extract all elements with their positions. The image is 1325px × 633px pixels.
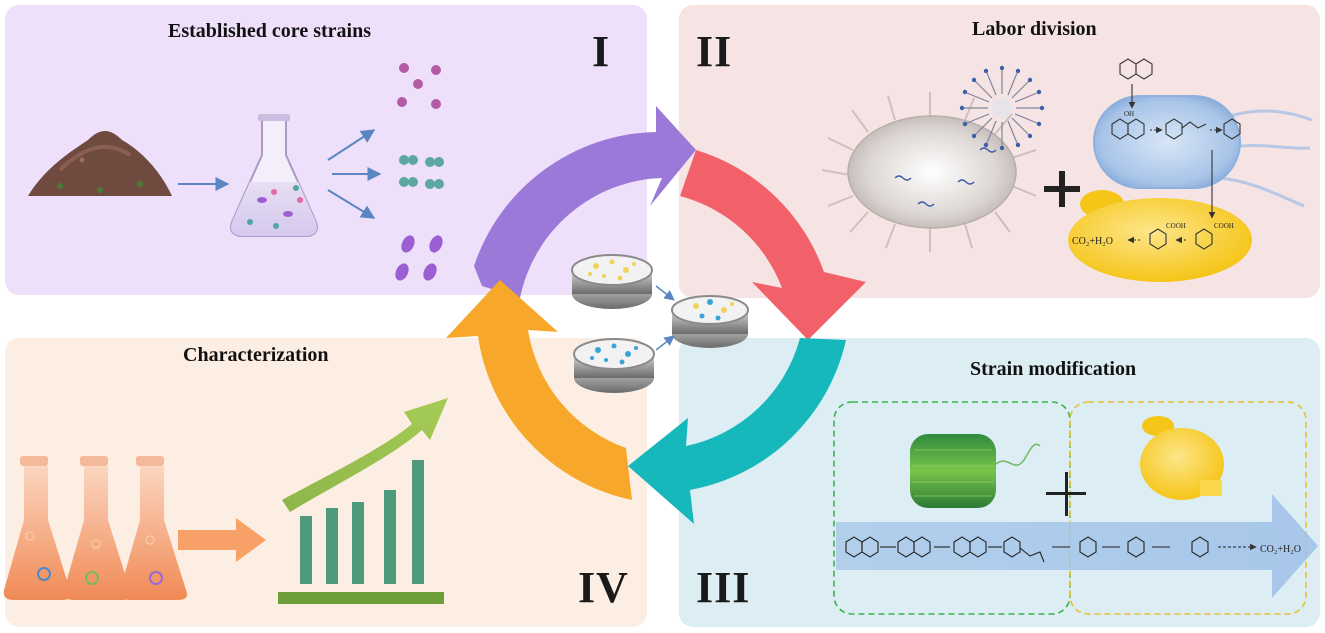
blue-rod-bacterium xyxy=(1093,95,1313,208)
numeral-III: III xyxy=(696,563,751,612)
dish-arrow-1 xyxy=(655,285,675,301)
title-characterization: Characterization xyxy=(183,344,329,366)
naphthalene-pathway xyxy=(1111,58,1241,250)
green-dashed-box xyxy=(833,401,1071,615)
cycle-arrow-IV xyxy=(446,280,632,500)
erlenmeyer-flask xyxy=(230,114,318,237)
micelle xyxy=(959,65,1045,151)
orange-flasks xyxy=(3,456,187,600)
cycle-arrow-II xyxy=(680,150,866,340)
petri-dish-yellow xyxy=(571,254,653,309)
title-labor-division: Labor division xyxy=(972,18,1097,40)
plus-sign-labor xyxy=(1044,171,1080,207)
orange-arrow xyxy=(178,518,266,562)
oh-label: OH xyxy=(1124,110,1134,118)
numeral-IV: IV xyxy=(578,563,629,612)
cycle-arrow-III xyxy=(628,338,846,524)
title-strain-modification: Strain modification xyxy=(970,358,1137,380)
numeral-II: II xyxy=(696,27,733,76)
cooh-label-1: COOH xyxy=(1214,222,1234,230)
petri-dish-blue xyxy=(573,338,655,393)
green-barrel-strain xyxy=(910,434,1041,508)
title-core-strains: Established core strains xyxy=(168,20,371,42)
cooh-label-2: COOH xyxy=(1166,222,1186,230)
soil-pile xyxy=(28,131,172,196)
cycle-arrow-I xyxy=(474,106,696,298)
petri-dish-mixed xyxy=(671,295,749,348)
plus-sign-modification xyxy=(1046,472,1086,516)
strain-bacilli xyxy=(395,235,443,281)
growth-bar-chart xyxy=(278,398,448,604)
numeral-I: I xyxy=(592,27,611,76)
co2-h2o-label-labor: CO₂+H₂O xyxy=(1072,236,1113,247)
yellow-dashed-box xyxy=(1069,401,1307,615)
pathway-structures xyxy=(845,536,1257,563)
yellow-yeast-cell xyxy=(1068,190,1252,282)
pathway-band-arrow xyxy=(836,494,1318,598)
yellow-yeast-strain xyxy=(1140,416,1224,500)
strain-spores xyxy=(397,63,441,109)
co2-h2o-label-modification: CO₂+H₂O xyxy=(1260,544,1301,555)
branch-arrows xyxy=(327,129,382,219)
dish-arrow-2 xyxy=(655,335,675,351)
strain-diplococci xyxy=(399,155,444,189)
spiky-bacterium xyxy=(821,92,1037,252)
